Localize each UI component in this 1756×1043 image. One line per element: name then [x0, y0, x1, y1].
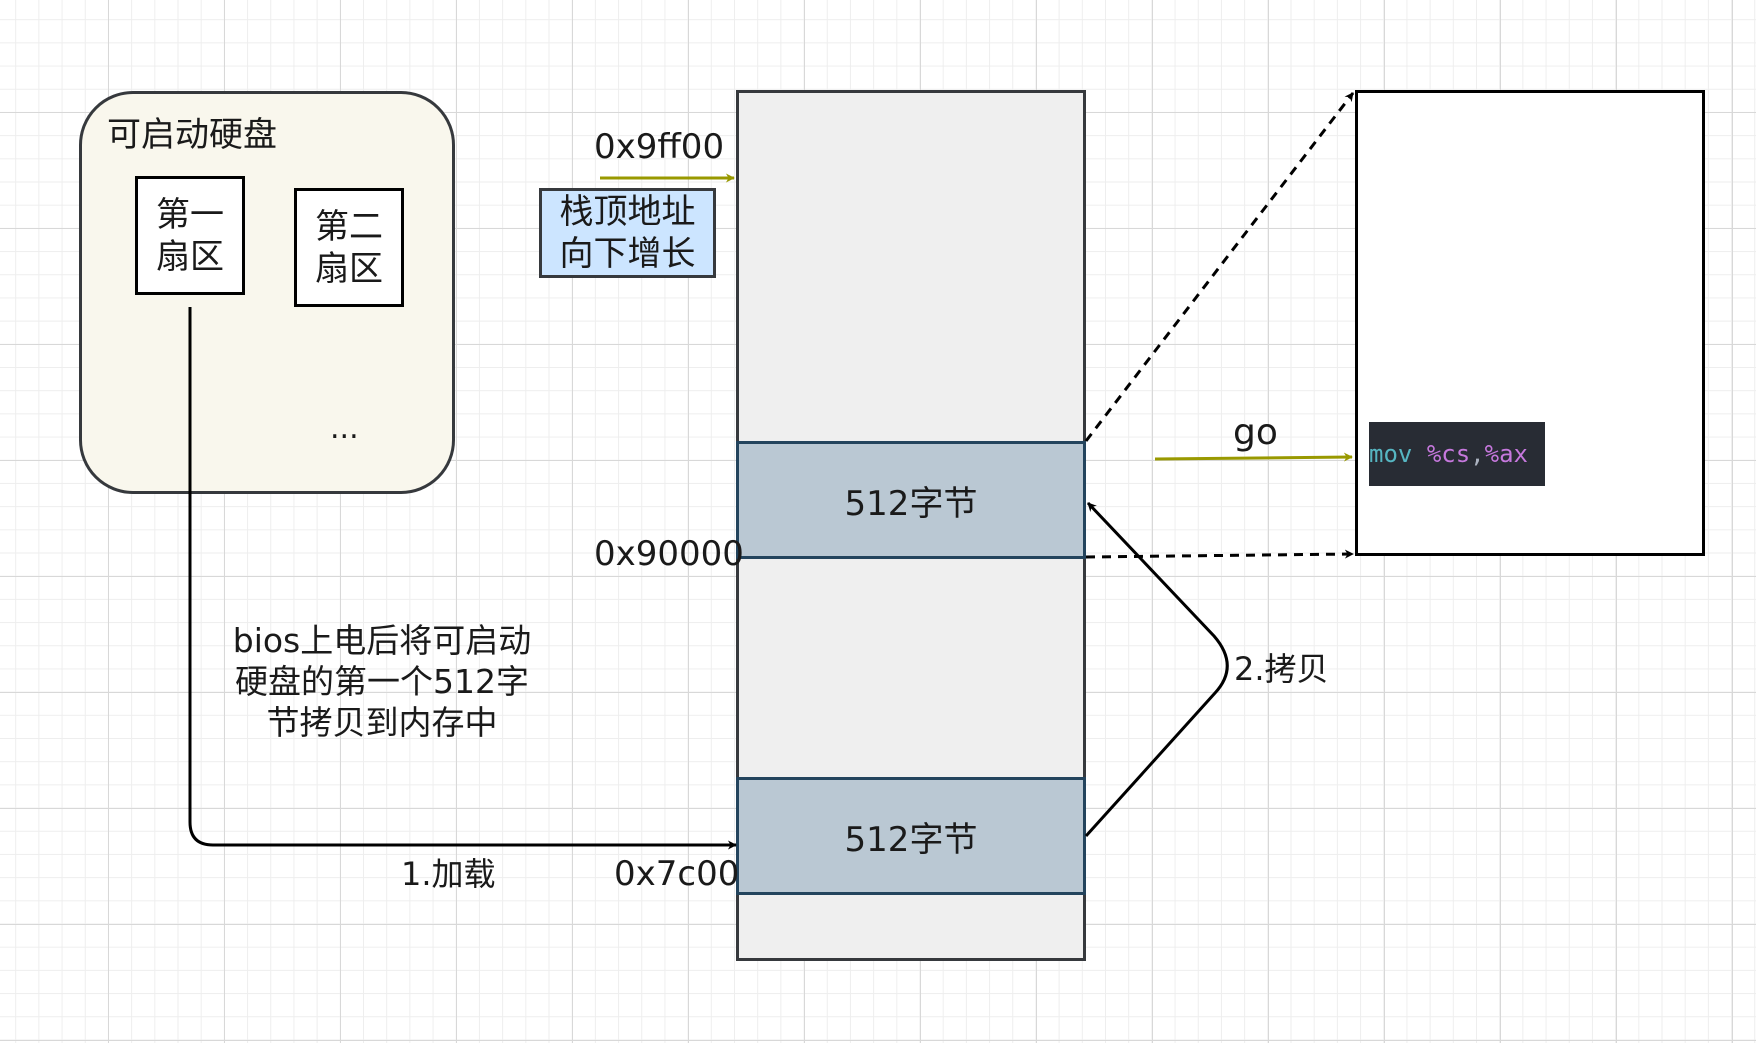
copy-arrow — [1084, 501, 1229, 838]
code-token: % — [1426, 440, 1442, 468]
bios-description: bios上电后将可启动 硬盘的第一个512字 节拷贝到内存中 — [232, 621, 532, 742]
address-stack-top: 0x9ff00 — [594, 127, 725, 167]
address-boot-load: 0x7c00 — [614, 854, 740, 894]
go-arrow — [1154, 452, 1353, 462]
step-load-label: 1.加载 — [401, 855, 496, 893]
step-go-label: go — [1233, 412, 1278, 453]
code-token: mov — [1369, 440, 1413, 468]
first-sector: 第一 扇区 — [135, 176, 245, 295]
code-token: cs — [1441, 440, 1471, 468]
code-token: ax — [1499, 440, 1528, 468]
step-copy-label: 2.拷贝 — [1234, 650, 1329, 688]
code-token: , — [1470, 440, 1485, 468]
load-arrow — [188, 307, 737, 850]
second-sector: 第二 扇区 — [294, 188, 404, 307]
stack-top-note: 栈顶地址 向下增长 — [539, 188, 716, 278]
more-sectors-ellipsis: ... — [330, 411, 359, 446]
dashed-map-top — [1084, 92, 1355, 442]
dashed-map-bottom — [1085, 549, 1354, 559]
code-snippet: mov %cs,%ax — [1369, 422, 1545, 486]
memory-block-7c00: 512字节 — [736, 777, 1086, 895]
memory-block-90000: 512字节 — [736, 441, 1086, 559]
address-copy-dest: 0x90000 — [594, 534, 744, 574]
code-token: % — [1484, 440, 1500, 468]
disk-title: 可启动硬盘 — [107, 115, 277, 155]
